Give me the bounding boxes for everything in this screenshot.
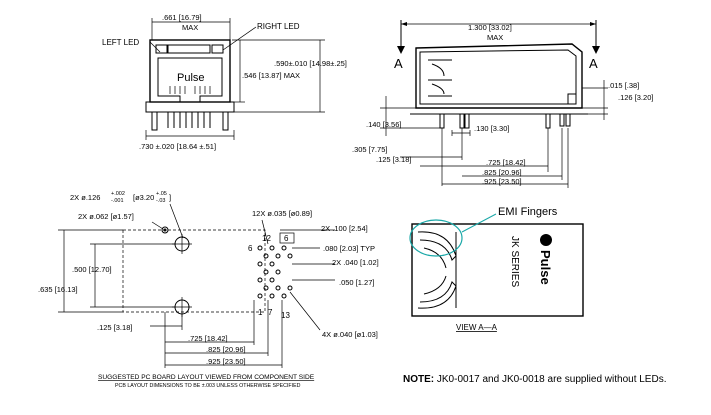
pcb-mount-hole-mm-tol-plus: +.05 (156, 191, 167, 197)
small-hole-left (161, 226, 169, 234)
pcb-dim-635: .635 [16.13] (38, 285, 78, 294)
pin-label-13: 13 (281, 311, 290, 320)
section-a-left: A (394, 56, 403, 71)
emi-fingers-leader (461, 213, 497, 233)
pin-hole-grid (257, 245, 293, 299)
side-length: 1.300 [33.02] (468, 23, 512, 32)
pcb-layout: 2X ø.126 +.002 -.001 [ø3.20 +.05 -.03 ] … (38, 191, 379, 389)
pcb-mount-hole-mm-tol-minus: -.03 (156, 198, 165, 204)
pulse-logo-icon (540, 234, 552, 246)
pcb-mount-hole-mm: [ø3.20 (133, 193, 154, 202)
front-view: .661 [16.79] MAX LEFT LED RIGHT LED Puls… (102, 13, 347, 151)
side-dim-305: .305 [7.75] (352, 145, 387, 154)
front-height-max: .546 [13.87] MAX (242, 71, 300, 80)
side-dim-130: .130 [3.30] (474, 124, 509, 133)
pcb-mount-hole-tol-plus: +.002 (111, 191, 125, 197)
pin-label-1: 1 (258, 308, 263, 317)
section-logo: Pulse (538, 234, 553, 285)
side-dim-140: .140 [3.56] (366, 120, 401, 129)
pcb-dim-125: .125 [3.18] (97, 323, 132, 332)
pin-label-6b: 6 (284, 234, 289, 243)
pcb-led-holes: 4X ø.040 [ø1.03] (322, 330, 378, 339)
section-caption: VIEW A—A (456, 323, 498, 332)
note-text: JK0-0017 and JK0-0018 are supplied witho… (436, 374, 667, 385)
section-view: EMI Fingers JK SERIES Pulse VIEW A—A (409, 206, 584, 332)
pcb-dim-100: 2X .100 [2.54] (321, 224, 368, 233)
front-height-tol: .590±.010 [14.98±.25] (274, 59, 347, 68)
section-body-outline (411, 223, 584, 317)
pcb-footprint-outline (122, 229, 266, 313)
pcb-caption: SUGGESTED PC BOARD LAYOUT VIEWED FROM CO… (98, 374, 315, 381)
left-led-window (155, 44, 168, 54)
side-dim-125: .125 [3.18] (376, 155, 411, 164)
side-dim-126: .126 [3.20] (618, 93, 653, 102)
side-dim-725: .725 [18.42] (486, 158, 526, 167)
pcb-dim-050: .050 [1.27] (339, 278, 374, 287)
pcb-pin-holes: 12X ø.035 [ø0.89] (252, 209, 312, 218)
emi-fingers-label: EMI Fingers (498, 206, 558, 218)
note: NOTE: JK0-0017 and JK0-0018 are supplied… (403, 374, 666, 385)
note-prefix: NOTE: (403, 374, 435, 385)
side-dim-825: .825 [20.96] (482, 168, 522, 177)
left-led-label: LEFT LED (102, 38, 139, 47)
front-width-max: .661 [16.79] (162, 13, 202, 22)
side-dim-015: .015 [.38] (608, 81, 639, 90)
section-a-right: A (589, 56, 598, 71)
right-led-label: RIGHT LED (257, 22, 300, 31)
emi-fingers-highlight (409, 219, 463, 257)
pcb-dim-925: .925 [23.50] (206, 357, 246, 366)
pcb-dim-040: 2X .040 [1.02] (332, 258, 379, 267)
pin-label-6: 6 (248, 244, 253, 253)
side-body-outline (415, 43, 583, 109)
pcb-mount-hole-mm-close: ] (169, 193, 171, 202)
side-view: 1.300 [33.02] MAX A A .015 [. (352, 20, 653, 188)
pcb-dim-500: .500 [12.70] (72, 265, 112, 274)
section-logo-text: Pulse (538, 250, 553, 285)
pin-label-7: 7 (268, 308, 273, 317)
pcb-mount-hole-tol-minus: -.001 (111, 198, 124, 204)
side-length-suffix: MAX (487, 33, 503, 42)
pcb-dim-080: .080 [2.03] TYP (323, 244, 375, 253)
right-led-window (211, 44, 224, 54)
front-width-max-suffix: MAX (182, 23, 198, 32)
pcb-subcaption: PCB LAYOUT DIMENSIONS TO BE ±.003 UNLESS… (115, 383, 301, 389)
front-base-width: .730 ±.020 [18.64 ±.51] (139, 142, 216, 151)
pcb-small-hole: 2X ø.062 [ø1.57] (78, 212, 134, 221)
pin-label-12: 12 (262, 234, 271, 243)
pcb-dim-725: .725 [18.42] (188, 334, 228, 343)
front-brand-label: Pulse (177, 72, 205, 84)
pcb-dim-825: .825 [20.96] (206, 345, 246, 354)
pcb-mount-hole: 2X ø.126 (70, 193, 100, 202)
side-dim-925: .925 [23.50] (482, 177, 522, 186)
section-series-label: JK SERIES (509, 236, 520, 287)
